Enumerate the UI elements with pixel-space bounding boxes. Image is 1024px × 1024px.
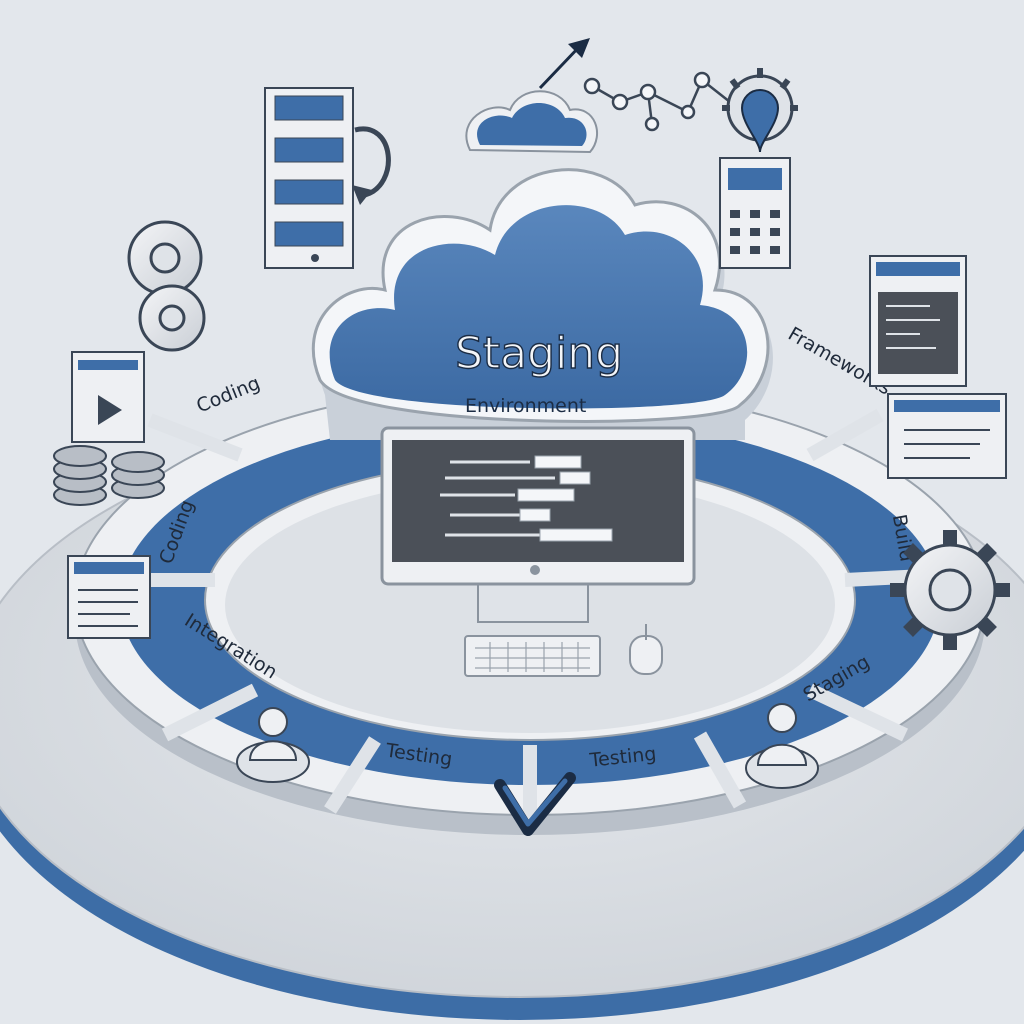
document-window-icon <box>67 555 151 639</box>
user-figure-icon-2 <box>745 703 819 789</box>
cloud-icon: Staging Environment <box>311 168 773 441</box>
video-window-icon <box>71 351 145 443</box>
calculator-device-icon <box>719 157 791 269</box>
code-window-icon <box>869 255 967 387</box>
checkmark-icon <box>494 772 576 836</box>
upload-arrow-icon <box>538 38 590 90</box>
server-rack-icon <box>264 87 354 269</box>
browser-window-icon <box>887 393 1007 479</box>
center-title: Staging <box>455 328 623 379</box>
gears-icon <box>127 220 206 352</box>
location-pin-gear-icon <box>722 68 798 153</box>
user-figure-icon <box>236 707 310 783</box>
segment-label-1: Coding <box>193 372 263 417</box>
mouse-icon <box>629 624 663 675</box>
center-subtitle: Environment <box>465 395 586 417</box>
monitor-icon <box>380 426 696 623</box>
network-nodes-icon <box>583 71 731 132</box>
keyboard-icon <box>464 635 601 677</box>
coin-stack-icon <box>53 445 165 506</box>
cloud-upload-icon <box>465 90 599 154</box>
refresh-arrow-icon <box>352 126 391 205</box>
gear-icon <box>890 530 1010 650</box>
